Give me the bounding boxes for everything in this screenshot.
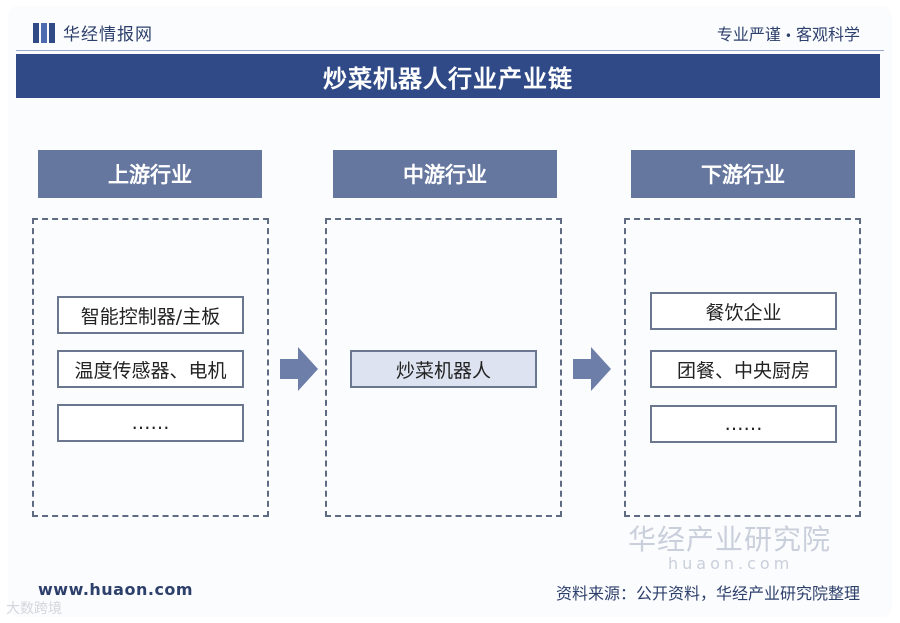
midstream-item: 炒菜机器人 xyxy=(350,350,537,388)
midstream-box xyxy=(325,218,562,517)
downstream-box xyxy=(624,218,861,517)
corner-watermark: 大数跨境 xyxy=(6,601,62,617)
footer-source: 资料来源：公开资料，华经产业研究院整理 xyxy=(555,584,860,603)
upstream-box xyxy=(32,218,269,517)
header-divider xyxy=(16,50,884,51)
watermark-domain: huaon.com xyxy=(668,554,794,573)
downstream-header: 下游行业 xyxy=(631,150,855,198)
midstream-header: 中游行业 xyxy=(333,150,557,198)
slogan-dot: • xyxy=(784,28,792,43)
slogan-left: 专业严谨 xyxy=(716,25,781,44)
watermark-brand: 华经产业研究院 xyxy=(628,523,832,556)
upstream-item: …… xyxy=(57,404,244,442)
arrow-right-icon xyxy=(573,347,611,391)
logo-mark-icon xyxy=(33,22,55,43)
upstream-item: 智能控制器/主板 xyxy=(57,296,244,334)
downstream-item: …… xyxy=(650,405,837,443)
footer-website: www.huaon.com xyxy=(38,580,194,599)
slogan: 专业严谨•客观科学 xyxy=(717,21,860,45)
downstream-item: 团餐、中央厨房 xyxy=(650,350,837,388)
upstream-header: 上游行业 xyxy=(38,150,262,198)
arrow-right-icon xyxy=(280,347,318,391)
diagram-title: 炒菜机器人行业产业链 xyxy=(16,54,880,98)
downstream-item: 餐饮企业 xyxy=(650,292,837,330)
logo: 华经情报网 xyxy=(33,20,153,45)
slogan-right: 客观科学 xyxy=(795,25,860,44)
upstream-item: 温度传感器、电机 xyxy=(57,350,244,388)
logo-text: 华经情报网 xyxy=(63,25,153,45)
